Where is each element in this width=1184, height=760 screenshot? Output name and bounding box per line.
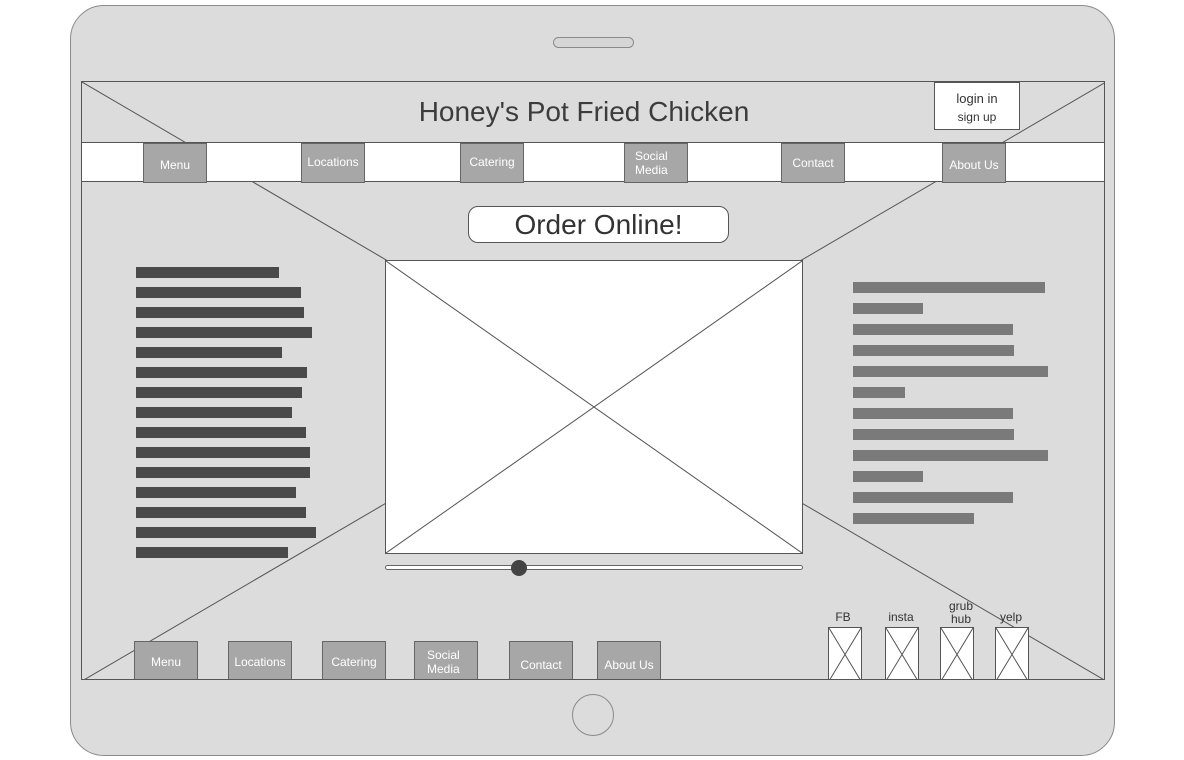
footer-menu-button[interactable]: Menu	[134, 641, 198, 679]
text-line	[136, 507, 306, 518]
text-line	[136, 327, 312, 338]
nav-menu-button[interactable]: Menu	[143, 143, 207, 183]
text-line	[853, 492, 1013, 503]
home-button[interactable]	[572, 694, 614, 736]
text-line	[853, 471, 923, 482]
text-line	[853, 282, 1045, 293]
text-line	[136, 407, 292, 418]
nav-catering-button[interactable]: Catering	[460, 143, 524, 183]
footer-social-media-button[interactable]: Social Media	[414, 641, 478, 679]
nav-social-media-button[interactable]: Social Media	[624, 143, 688, 183]
yelp-icon[interactable]	[995, 627, 1029, 679]
grubhub-icon[interactable]	[940, 627, 974, 679]
fb-label: FB	[835, 610, 851, 624]
login-box[interactable]: login in sign up	[934, 82, 1020, 130]
text-line	[853, 429, 1014, 440]
nav-about-us-button[interactable]: About Us	[942, 143, 1006, 183]
nav-locations-button[interactable]: Locations	[301, 143, 365, 183]
text-line	[136, 287, 301, 298]
insta-icon[interactable]	[885, 627, 919, 679]
text-line	[136, 387, 302, 398]
text-line	[136, 487, 296, 498]
text-line	[136, 347, 282, 358]
fb-icon[interactable]	[828, 627, 862, 679]
text-line	[853, 324, 1013, 335]
media-slider-track[interactable]	[385, 565, 803, 570]
footer-catering-button[interactable]: Catering	[322, 641, 386, 679]
tablet-speaker	[553, 37, 634, 48]
image-placeholder-cross	[386, 261, 802, 553]
text-line	[853, 345, 1014, 356]
text-line	[136, 367, 307, 378]
text-line	[136, 547, 288, 558]
text-line	[136, 267, 279, 278]
signup-link[interactable]: sign up	[957, 110, 997, 124]
screen: Honey's Pot Fried Chicken login in sign …	[81, 81, 1105, 680]
text-line	[136, 427, 306, 438]
text-line	[853, 408, 1013, 419]
nav-contact-button[interactable]: Contact	[781, 143, 845, 183]
text-line	[136, 527, 316, 538]
footer-about-us-button[interactable]: About Us	[597, 641, 661, 679]
text-line	[853, 387, 905, 398]
site-title: Honey's Pot Fried Chicken	[418, 96, 750, 127]
text-line	[853, 513, 974, 524]
insta-label: insta	[888, 610, 914, 624]
yelp-label: yelp	[999, 610, 1022, 624]
grubhub-label: grub hub	[948, 599, 974, 626]
login-link[interactable]: login in	[956, 91, 998, 106]
order-online-button[interactable]: Order Online!	[468, 206, 729, 243]
footer-locations-button[interactable]: Locations	[228, 641, 292, 679]
text-line	[853, 366, 1048, 377]
text-line	[853, 303, 923, 314]
footer-contact-button[interactable]: Contact	[509, 641, 573, 679]
text-line	[853, 450, 1048, 461]
text-line	[136, 447, 310, 458]
media-slider-handle[interactable]	[511, 560, 527, 576]
image-placeholder	[385, 260, 803, 554]
text-line	[136, 307, 304, 318]
text-line	[136, 467, 310, 478]
top-nav-bar	[82, 142, 1104, 182]
